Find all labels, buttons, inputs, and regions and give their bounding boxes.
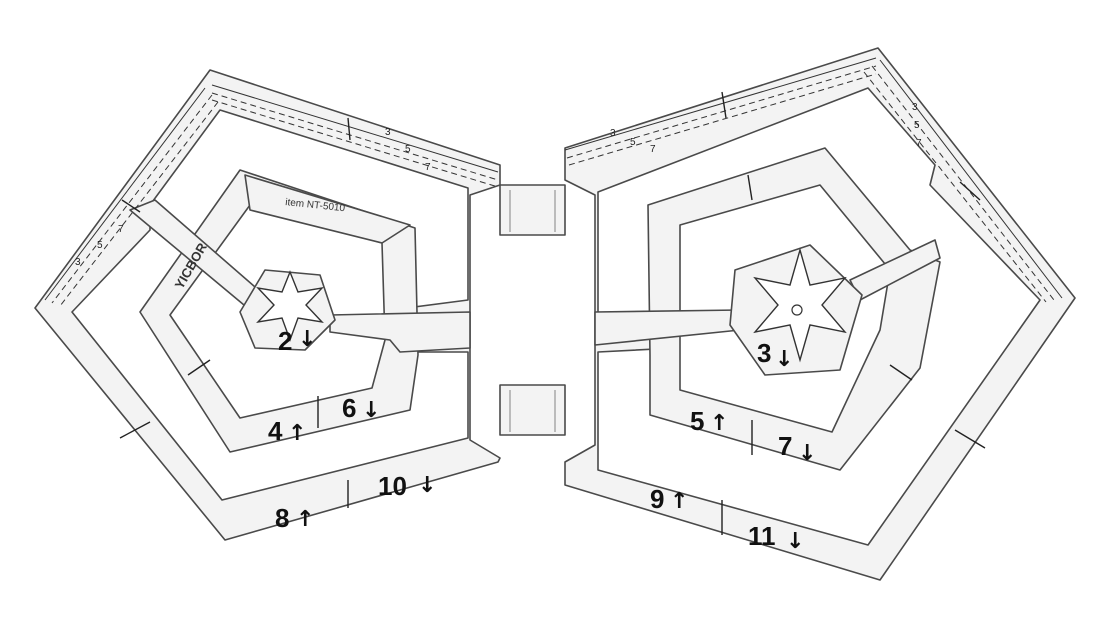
svg-text:↓: ↓ bbox=[786, 529, 804, 554]
svg-text:↓: ↓ bbox=[298, 327, 316, 352]
svg-text:5: 5 bbox=[690, 406, 704, 436]
label-3: 3 ↓ bbox=[757, 338, 793, 372]
svg-text:↑: ↑ bbox=[288, 421, 306, 446]
seam-mark-5-left-top: 5 bbox=[405, 144, 411, 155]
svg-text:↓: ↓ bbox=[775, 347, 793, 372]
left-inner-plate bbox=[244, 174, 411, 244]
svg-text:2: 2 bbox=[278, 326, 292, 356]
svg-text:↑: ↑ bbox=[670, 489, 688, 514]
svg-text:3: 3 bbox=[757, 338, 771, 368]
label-2: 2 ↓ bbox=[278, 326, 316, 356]
svg-text:↑: ↑ bbox=[296, 507, 314, 532]
svg-text:↓: ↓ bbox=[418, 473, 436, 498]
svg-text:4: 4 bbox=[268, 416, 283, 446]
left-star bbox=[256, 270, 324, 343]
seam-mark-5-right-side: 5 bbox=[914, 120, 920, 131]
svg-text:10: 10 bbox=[378, 471, 407, 501]
svg-text:9: 9 bbox=[650, 484, 664, 514]
right-star bbox=[753, 247, 847, 363]
label-5: 5 ↑ bbox=[690, 406, 728, 436]
svg-text:7: 7 bbox=[778, 431, 792, 461]
label-4: 4 ↑ bbox=[268, 416, 306, 446]
label-9: 9 ↑ bbox=[650, 484, 688, 514]
label-10: 10 ↓ bbox=[378, 471, 436, 501]
seam-mark-3-right-side: 3 bbox=[912, 102, 918, 113]
svg-text:↑: ↑ bbox=[710, 411, 728, 436]
svg-text:8: 8 bbox=[275, 503, 289, 533]
seam-mark-3-left-side: 3 bbox=[75, 257, 81, 268]
label-11: 11 ↓ bbox=[748, 521, 804, 554]
center-connector bbox=[499, 184, 566, 436]
seam-mark-7-right-top: 7 bbox=[650, 144, 656, 155]
svg-text:↓: ↓ bbox=[798, 441, 816, 466]
seam-mark-7-right-side: 7 bbox=[916, 138, 922, 149]
svg-text:6: 6 bbox=[342, 393, 356, 423]
label-6: 6 ↓ bbox=[342, 393, 380, 423]
svg-text:↓: ↓ bbox=[362, 398, 380, 423]
seam-mark-5-left-side: 5 bbox=[97, 240, 103, 251]
label-8: 8 ↑ bbox=[275, 503, 314, 533]
left-arm-horizontal bbox=[329, 311, 471, 353]
left-ruler bbox=[34, 69, 501, 541]
right-ruler bbox=[564, 47, 1076, 581]
seam-mark-3-left-top: 3 bbox=[385, 127, 391, 138]
seam-mark-3-right-top: 3 bbox=[610, 128, 616, 139]
label-7: 7 ↓ bbox=[778, 431, 816, 466]
seam-mark-7-left-side: 7 bbox=[118, 224, 124, 235]
seam-mark-7-left-top: 7 bbox=[425, 162, 431, 173]
svg-text:11: 11 bbox=[748, 521, 776, 551]
seam-mark-5-right-top: 5 bbox=[630, 137, 636, 148]
